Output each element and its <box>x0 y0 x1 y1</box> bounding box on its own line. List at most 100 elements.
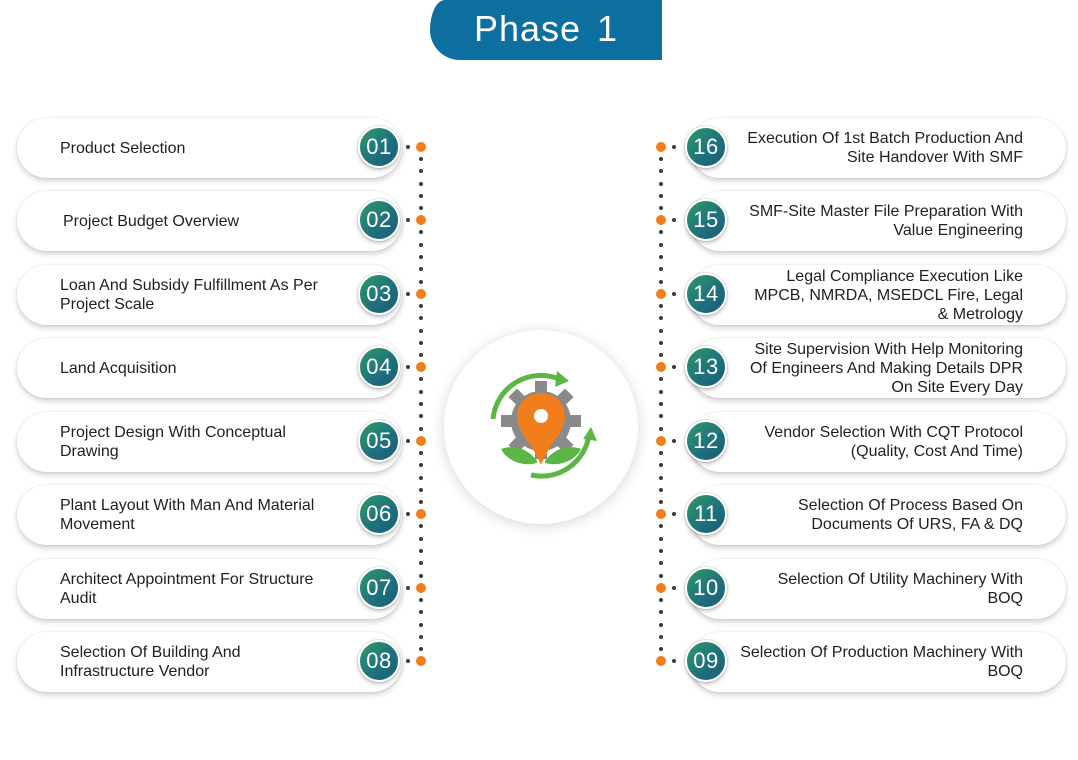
gear-location-pin-leaves-icon <box>490 371 597 479</box>
step-label: Vendor Selection With CQT Protocol (Qual… <box>764 424 1024 460</box>
step-card-02: Project Budget Overview <box>17 191 402 251</box>
timeline-line-dot <box>659 573 663 578</box>
timeline-line-dot <box>659 181 663 186</box>
step-card-14: Legal Compliance Execution Like MPCB, NM… <box>690 265 1066 325</box>
step-label: Product Selection <box>60 139 186 157</box>
timeline-line-dot <box>419 205 423 210</box>
timeline-line-dot <box>419 524 423 529</box>
connector-dot <box>406 512 410 516</box>
timeline-node-dot <box>416 142 426 152</box>
timeline-line-dot <box>419 389 423 394</box>
step-badge-09: 09 <box>685 640 727 682</box>
timeline-line-dot <box>419 181 423 186</box>
timeline-line-dot <box>419 536 423 541</box>
timeline-line-dot <box>419 267 423 272</box>
connector-dot <box>406 145 410 149</box>
step-label: Land Acquisition <box>60 359 177 377</box>
timeline-line-dot <box>659 634 663 639</box>
timeline-line-dot <box>419 634 423 639</box>
timeline-line-dot <box>659 475 663 480</box>
timeline-node-dot <box>416 215 426 225</box>
timeline-line-dot <box>659 255 663 259</box>
timeline-line-dot <box>659 267 663 272</box>
step-badge-06: 06 <box>358 493 400 535</box>
timeline-line-dot <box>659 414 663 419</box>
timeline-line-dot <box>659 499 663 504</box>
timeline-line-dot <box>419 561 423 566</box>
step-label: Selection Of Building And Infrastructure… <box>60 644 241 680</box>
timeline-line-dot <box>419 169 423 174</box>
connector-dot <box>672 439 676 443</box>
center-logo <box>444 330 638 524</box>
step-badge-11: 11 <box>685 493 727 535</box>
step-label: Site Supervision With Help Monitoring Of… <box>749 340 1023 396</box>
timeline-line-dot <box>419 279 423 284</box>
timeline-node-dot <box>656 509 666 519</box>
timeline-line-dot <box>419 328 423 333</box>
timeline-line-dot <box>659 157 663 162</box>
timeline-line-dot <box>659 536 663 541</box>
timeline-node-dot <box>656 583 666 593</box>
timeline-line-dot <box>659 304 663 309</box>
connector-dot <box>406 218 410 222</box>
timeline-line-dot <box>659 610 663 615</box>
timeline-line-dot <box>419 487 423 492</box>
timeline-line-dot <box>419 475 423 480</box>
step-card-04: Land Acquisition <box>17 338 402 398</box>
timeline-line-dot <box>419 610 423 615</box>
timeline-node-dot <box>656 362 666 372</box>
timeline-line-dot <box>659 352 663 357</box>
step-label: Plant Layout With Man And Material Movem… <box>60 497 315 533</box>
step-badge-13: 13 <box>685 346 727 388</box>
timeline-line-dot <box>659 316 663 321</box>
timeline-line-dot <box>659 451 663 456</box>
step-label: Architect Appointment For Structure Audi… <box>60 571 314 607</box>
timeline-line-dot <box>659 377 663 382</box>
timeline-line-dot <box>659 242 663 247</box>
timeline-node-dot <box>656 142 666 152</box>
phase-word: Phase <box>473 8 582 49</box>
step-badge-05: 05 <box>358 420 400 462</box>
timeline-line-dot <box>419 451 423 456</box>
step-label: Selection Of Utility Machinery With BOQ <box>777 571 1023 607</box>
step-label: Selection Of Process Based On Documents … <box>798 497 1023 533</box>
timeline-line-dot <box>659 561 663 566</box>
step-card-10: Selection Of Utility Machinery With BOQ <box>690 559 1066 619</box>
timeline-line-dot <box>659 463 663 468</box>
step-label: Selection Of Production Machinery With B… <box>740 644 1023 680</box>
connector-dot <box>672 659 676 663</box>
step-card-07: Architect Appointment For Structure Audi… <box>17 559 402 619</box>
step-badge-12: 12 <box>685 420 727 462</box>
timeline-line-dot <box>659 340 663 345</box>
timeline-line-dot <box>419 598 423 603</box>
step-badge-15: 15 <box>685 199 727 241</box>
step-label: Project Budget Overview <box>63 212 240 230</box>
step-badge-02: 02 <box>358 199 400 241</box>
timeline-line-dot <box>419 463 423 468</box>
connector-dot <box>406 659 410 663</box>
timeline-node-dot <box>416 436 426 446</box>
connector-dot <box>672 512 676 516</box>
step-card-06: Plant Layout With Man And Material Movem… <box>17 485 402 545</box>
timeline-line-dot <box>419 255 423 259</box>
timeline-node-dot <box>656 215 666 225</box>
connector-dot <box>406 586 410 590</box>
timeline-node-dot <box>416 656 426 666</box>
step-badge-16: 16 <box>685 126 727 168</box>
timeline-line-dot <box>419 340 423 345</box>
timeline-line-dot <box>659 524 663 529</box>
timeline-line-dot <box>419 193 423 198</box>
timeline-line-dot <box>419 414 423 419</box>
timeline-node-dot <box>656 436 666 446</box>
timeline-node-dot <box>416 509 426 519</box>
connector-dot <box>406 292 410 296</box>
timeline-line-dot <box>419 157 423 162</box>
timeline-line-dot <box>659 402 663 406</box>
timeline-line-dot <box>419 377 423 382</box>
timeline-line-dot <box>659 169 663 174</box>
timeline-line-dot <box>419 352 423 357</box>
timeline-line-dot <box>659 487 663 492</box>
step-label: SMF-Site Master File Preparation With Va… <box>749 203 1023 239</box>
connector-dot <box>672 586 676 590</box>
timeline-line-dot <box>419 242 423 247</box>
